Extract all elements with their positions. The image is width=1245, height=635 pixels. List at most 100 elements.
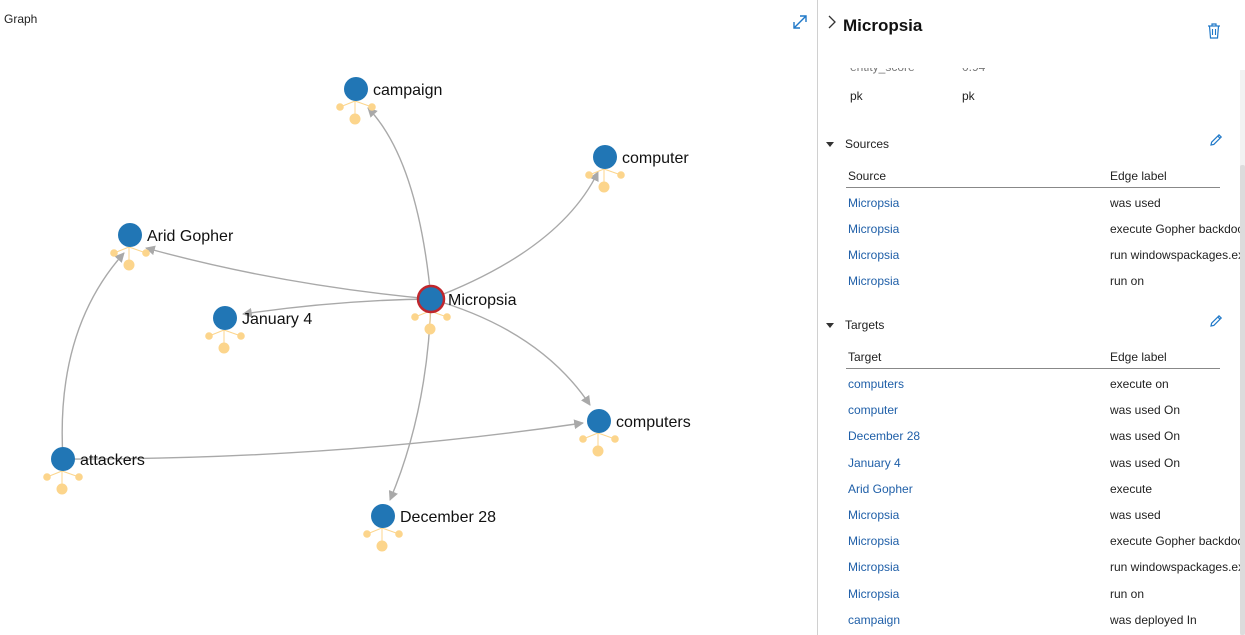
edge-label-cell: execute Gopher backdoor: [1110, 534, 1242, 549]
node-label-dec28: December 28: [400, 509, 496, 526]
edge-label-cell: was used On: [1110, 403, 1181, 418]
node-label-campaign: campaign: [373, 82, 442, 99]
sources-table-row: Micropsia was used: [818, 196, 1245, 216]
caret-down-icon[interactable]: [826, 142, 834, 147]
targets-table-row: Micropsia execute Gopher backdoor: [818, 534, 1245, 554]
property-key: pk: [850, 89, 863, 103]
edge-label-cell: was used On: [1110, 455, 1181, 470]
target-link[interactable]: computer: [848, 403, 899, 418]
node-campaign[interactable]: [344, 77, 368, 101]
edge-label-cell: execute Gopher backdoor: [1110, 222, 1242, 236]
source-link[interactable]: Micropsia: [848, 274, 900, 288]
node-expander-icon[interactable]: [110, 246, 150, 271]
target-link[interactable]: computers: [848, 377, 905, 391]
sources-col-source[interactable]: Source: [848, 169, 887, 183]
node-jan4[interactable]: [213, 306, 237, 330]
edit-sources-pencil-icon[interactable]: [1208, 132, 1224, 148]
edge-micropsia-jan4[interactable]: [242, 298, 432, 318]
details-panel: entity_score 0.94 pk pk Micropsia Source…: [818, 0, 1245, 635]
property-value: 0.94: [962, 60, 986, 74]
trash-icon[interactable]: [1206, 22, 1222, 40]
sources-header-rule: [846, 187, 1220, 188]
property-value: pk: [962, 89, 975, 103]
node-expander-icon[interactable]: [363, 527, 403, 552]
graph-expanders: [43, 100, 625, 552]
edge-label-cell: execute: [1110, 481, 1153, 496]
edge-attackers-computers[interactable]: [62, 419, 584, 460]
source-link[interactable]: Micropsia: [848, 248, 900, 262]
target-link[interactable]: January 4: [848, 455, 901, 470]
node-micropsia[interactable]: [416, 284, 446, 314]
node-computer[interactable]: [593, 145, 617, 169]
targets-col-target[interactable]: Target: [848, 350, 882, 364]
edge-label-cell: run on: [1110, 274, 1145, 288]
node-dec28[interactable]: [371, 504, 395, 528]
targets-header-rule: [846, 368, 1220, 369]
sources-table-row: Micropsia run windowspackages.exe: [818, 248, 1245, 268]
edge-label-cell: was used: [1110, 196, 1161, 210]
target-link[interactable]: Micropsia: [848, 586, 900, 601]
node-expander-icon[interactable]: [336, 100, 376, 125]
sources-col-edge-label[interactable]: Edge label: [1110, 169, 1167, 183]
target-link[interactable]: Micropsia: [848, 560, 900, 575]
target-link[interactable]: Arid Gopher: [848, 481, 913, 496]
node-computers[interactable]: [587, 409, 611, 433]
targets-table-row: computers execute on: [818, 377, 1245, 397]
expand-icon[interactable]: [790, 12, 810, 32]
node-expander-icon[interactable]: [585, 168, 625, 193]
edge-label-cell: run windowspackages.exe: [1110, 248, 1242, 262]
edge-label-cell: run on: [1110, 586, 1145, 601]
pane-divider[interactable]: [817, 0, 818, 635]
edge-micropsia-arid[interactable]: [145, 245, 432, 300]
edge-micropsia-computers[interactable]: [430, 298, 591, 406]
panel-title: Micropsia: [843, 16, 923, 35]
target-link[interactable]: Micropsia: [848, 534, 900, 549]
sources-table-row: Micropsia run on: [818, 274, 1245, 294]
target-link[interactable]: Micropsia: [848, 508, 900, 522]
targets-table-row: campaign was deployed In: [818, 613, 1245, 633]
panel-scroll-thumb[interactable]: [1240, 165, 1245, 635]
target-link[interactable]: December 28: [848, 429, 921, 444]
targets-table-row: Micropsia run on: [818, 587, 1245, 607]
edge-label-cell: run windowspackages.exe: [1110, 560, 1242, 575]
edge-label-cell: was used: [1110, 508, 1161, 522]
sources-label: Sources: [845, 137, 890, 151]
target-link[interactable]: campaign: [848, 612, 901, 627]
edge-label-cell: execute on: [1110, 377, 1169, 391]
targets-table-row: Micropsia run windowspackages.exe: [818, 560, 1245, 580]
edge-attackers-arid[interactable]: [61, 252, 125, 460]
edge-label-cell: was deployed In: [1110, 612, 1197, 627]
node-label-arid: Arid Gopher: [147, 228, 234, 245]
edge-micropsia-computer[interactable]: [430, 171, 599, 300]
sources-section-header: Sources: [824, 133, 1234, 156]
node-expander-icon[interactable]: [579, 432, 619, 457]
chevron-right-icon[interactable]: [826, 14, 840, 30]
panel-header: Micropsia: [818, 0, 1245, 60]
targets-label: Targets: [845, 318, 885, 332]
node-label-attackers: attackers: [80, 452, 145, 469]
caret-down-icon[interactable]: [826, 323, 834, 328]
node-expander-icon[interactable]: [43, 470, 83, 495]
edge-micropsia-campaign[interactable]: [367, 107, 432, 300]
node-label-computer: computer: [622, 150, 689, 167]
source-link[interactable]: Micropsia: [848, 222, 900, 236]
node-arid[interactable]: [118, 223, 142, 247]
graph-edges: [61, 107, 599, 501]
node-label-jan4: January 4: [242, 311, 312, 328]
targets-col-edge-label[interactable]: Edge label: [1110, 350, 1167, 364]
node-attackers[interactable]: [51, 447, 75, 471]
node-label-computers: computers: [616, 414, 691, 431]
graph-title: Graph: [4, 12, 38, 26]
targets-table-row: Arid Gopher execute: [818, 482, 1245, 502]
targets-table-row: computer was used On: [818, 403, 1245, 423]
targets-section-header: Targets: [824, 314, 1234, 337]
node-expander-icon[interactable]: [205, 329, 245, 354]
source-link[interactable]: Micropsia: [848, 196, 900, 210]
node-label-micropsia: Micropsia: [448, 292, 517, 309]
edit-targets-pencil-icon[interactable]: [1208, 313, 1224, 329]
sources-table-row: Micropsia execute Gopher backdoor: [818, 222, 1245, 242]
